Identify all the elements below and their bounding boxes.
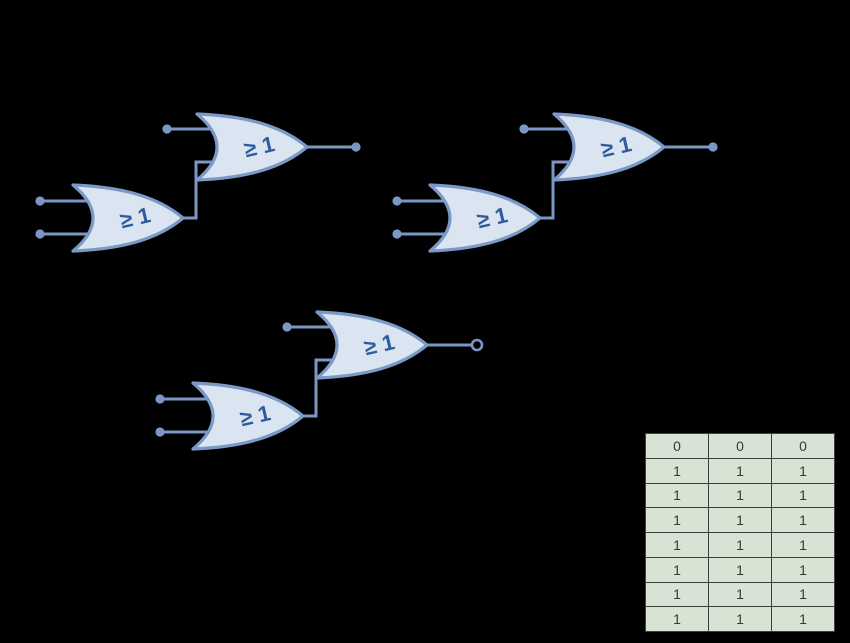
table-cell: 1 (708, 581, 772, 608)
table-cell: 0 (645, 433, 709, 459)
table-cell: 1 (771, 482, 835, 509)
table-cell: 1 (645, 482, 709, 509)
table-cell: 1 (771, 556, 835, 583)
table-cell: 0 (771, 433, 835, 459)
table-cell: 1 (708, 532, 772, 558)
table-cell: 1 (708, 556, 772, 583)
table-cell: 1 (645, 606, 709, 632)
table-cell: 1 (708, 482, 772, 509)
table-cell: 1 (771, 532, 835, 558)
output-terminal-open (470, 338, 484, 352)
table-cell: 1 (708, 606, 772, 632)
table-cell: 1 (708, 457, 772, 484)
table-cell: 1 (645, 581, 709, 608)
input-terminal (392, 196, 402, 206)
table-cell: 1 (771, 507, 835, 533)
input-terminal (392, 229, 402, 239)
table-cell: 1 (645, 457, 709, 484)
gate-pair-bottom-middle: ≥ 1 ≥ 1 (155, 310, 484, 451)
table-cell: 1 (645, 556, 709, 583)
output-terminal (708, 142, 718, 152)
input-terminal (282, 322, 292, 332)
input-terminal (162, 124, 172, 134)
table-cell: 1 (771, 581, 835, 608)
or-gate-lower: ≥ 1 (428, 183, 542, 253)
table-cell: 1 (708, 507, 772, 533)
or-gate-lower: ≥ 1 (191, 381, 305, 451)
table-cell: 1 (771, 606, 835, 632)
table-cell: 1 (645, 532, 709, 558)
table-cell: 1 (645, 507, 709, 533)
gate-pair-top-right: ≥ 1 ≥ 1 (392, 112, 718, 253)
or-gate-lower: ≥ 1 (71, 183, 185, 253)
table-cell: 1 (771, 457, 835, 484)
input-terminal (35, 196, 45, 206)
input-terminal (155, 394, 165, 404)
table-cell: 0 (708, 433, 772, 459)
or-gate-upper: ≥ 1 (195, 112, 309, 182)
output-terminal (351, 142, 361, 152)
input-terminal (519, 124, 529, 134)
or-gate-upper: ≥ 1 (552, 112, 666, 182)
gate-pair-top-left: ≥ 1 ≥ 1 (35, 112, 361, 253)
or-gate-upper: ≥ 1 (315, 310, 429, 380)
input-terminal (155, 427, 165, 437)
input-terminal (35, 229, 45, 239)
